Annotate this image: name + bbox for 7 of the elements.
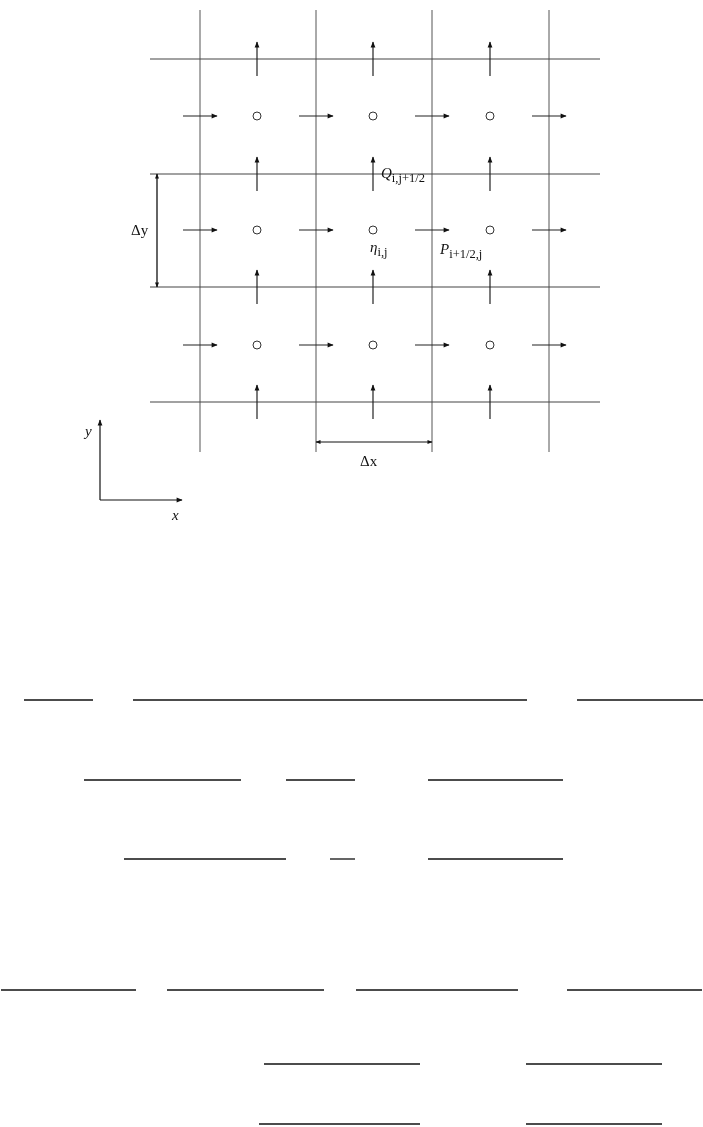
variable-label: η$_{i,j}$: [370, 240, 388, 259]
dimension-label: Δy: [131, 223, 149, 238]
variable-label: P$_{i+1/2,j}$: [440, 242, 483, 261]
axis-label: x: [172, 508, 179, 523]
dimension-label: Δx: [360, 454, 378, 469]
variable-label: Q$_{i,j+1/2}$: [381, 166, 425, 185]
axis-label: y: [85, 424, 92, 439]
